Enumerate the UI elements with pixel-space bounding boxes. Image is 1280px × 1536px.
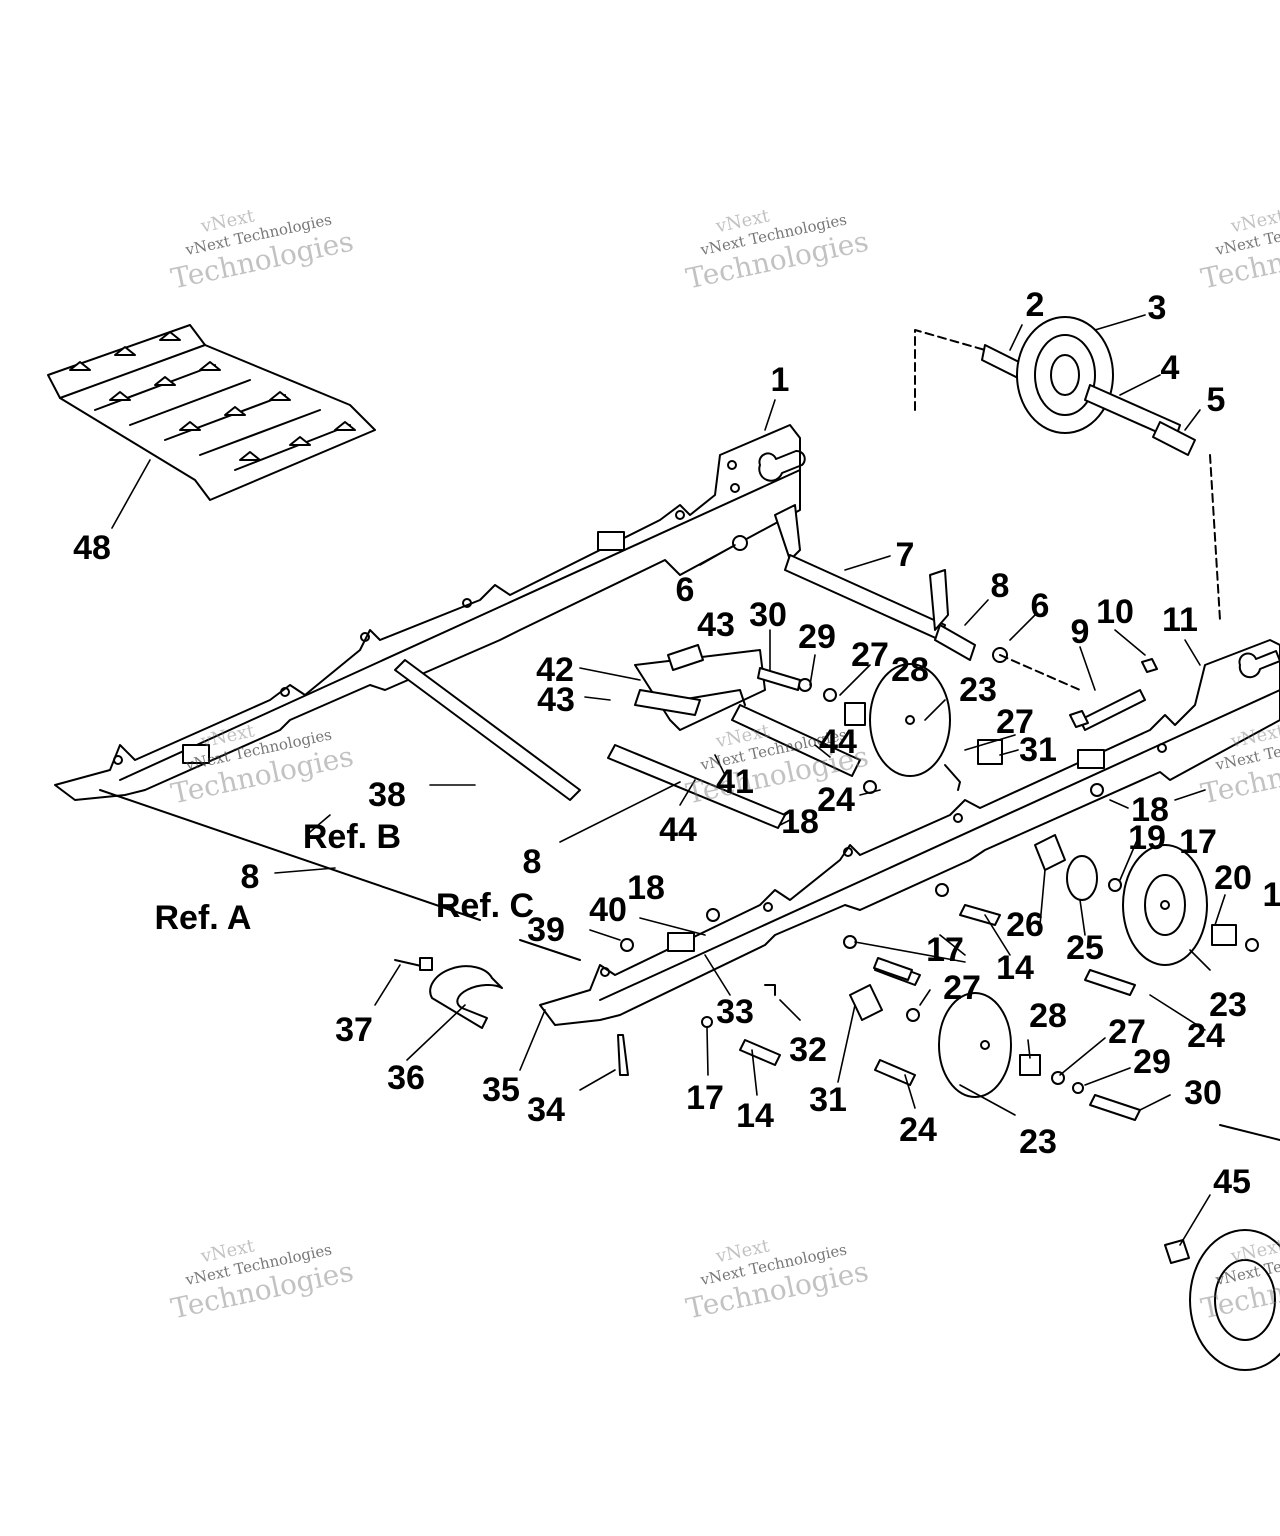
callout-32: 32 [789, 1031, 827, 1069]
callout-14: 14 [736, 1097, 774, 1135]
callout-33: 33 [716, 993, 754, 1031]
callout-30: 30 [749, 596, 787, 634]
callout-23: 23 [1209, 986, 1247, 1024]
callout-41: 41 [716, 763, 754, 801]
leader-lines [111, 314, 1226, 1246]
callout-17: 17 [1179, 823, 1217, 861]
callout-4: 4 [1160, 349, 1180, 387]
callout-27: 27 [1108, 1013, 1146, 1051]
callout-45: 45 [1213, 1163, 1251, 1201]
callout-27: 27 [851, 636, 889, 674]
callout-35: 35 [482, 1071, 520, 1109]
callout-28: 28 [891, 651, 929, 689]
callout-40: 40 [589, 891, 627, 929]
bolt-9 [1069, 658, 1158, 731]
callout-ref-c: Ref. C [435, 887, 535, 925]
callout-1: 1 [770, 361, 790, 399]
callout-6: 6 [675, 571, 695, 609]
callout-36: 36 [387, 1059, 425, 1097]
callout-20: 20 [1214, 859, 1252, 897]
callout-8: 8 [240, 858, 260, 896]
callout-34: 34 [527, 1091, 565, 1129]
callout-8: 8 [522, 843, 542, 881]
callout-29: 29 [798, 618, 836, 656]
rear-wheel-partial [1164, 1124, 1280, 1371]
callout-24: 24 [1187, 1017, 1225, 1055]
callout-ref-b: Ref. B [302, 818, 402, 856]
callout-6: 6 [1030, 587, 1050, 625]
callout-19: 19 [1128, 819, 1166, 857]
callout-ref-a: Ref. A [154, 899, 252, 937]
callout-14: 14 [996, 949, 1034, 987]
wheel-right [1034, 834, 1259, 996]
callout-38: 38 [368, 776, 406, 814]
callout-17: 17 [686, 1079, 724, 1117]
callout-43: 43 [697, 606, 735, 644]
left-rail [54, 424, 806, 801]
lower-hardware [394, 780, 1104, 1076]
callout-28: 28 [1029, 997, 1067, 1035]
callout-27: 27 [943, 969, 981, 1007]
track-section [47, 324, 376, 501]
right-rail [539, 639, 1280, 1026]
callout-43: 43 [537, 681, 575, 719]
callout-3: 3 [1147, 289, 1167, 327]
callout-24: 24 [817, 781, 855, 819]
callout-11: 11 [1162, 601, 1198, 639]
callout-10: 10 [1096, 593, 1134, 631]
callout-37: 37 [335, 1011, 373, 1049]
callout-29: 29 [1133, 1043, 1171, 1081]
callout-23: 23 [1019, 1123, 1057, 1161]
wheel-upper [757, 663, 1003, 791]
callout-44: 44 [819, 723, 857, 761]
callout-26: 26 [1006, 906, 1044, 944]
callout-1: 1 [1262, 876, 1280, 914]
callout-42: 42 [536, 651, 574, 689]
callout-18: 18 [781, 803, 819, 841]
callout-44: 44 [659, 811, 697, 849]
cross-shafts [99, 659, 786, 961]
callout-31: 31 [1019, 731, 1057, 769]
callout-48: 48 [73, 529, 111, 567]
callout-24: 24 [899, 1111, 937, 1149]
mount-bracket [634, 644, 861, 777]
callout-23: 23 [959, 671, 997, 709]
callout-18: 18 [1131, 791, 1169, 829]
callout-9: 9 [1070, 613, 1090, 651]
callout-27: 27 [996, 703, 1034, 741]
callout-5: 5 [1206, 381, 1226, 419]
callout-17: 17 [926, 931, 964, 969]
callout-31: 31 [809, 1081, 847, 1119]
callout-7: 7 [895, 536, 915, 574]
front-axle-assembly [914, 316, 1221, 621]
callout-39: 39 [527, 911, 565, 949]
callout-8: 8 [990, 567, 1010, 605]
callout-30: 30 [1184, 1074, 1222, 1112]
cross-shaft-7 [732, 504, 1081, 691]
callout-18: 18 [627, 869, 665, 907]
callout-2: 2 [1025, 286, 1045, 324]
callout-25: 25 [1066, 929, 1104, 967]
